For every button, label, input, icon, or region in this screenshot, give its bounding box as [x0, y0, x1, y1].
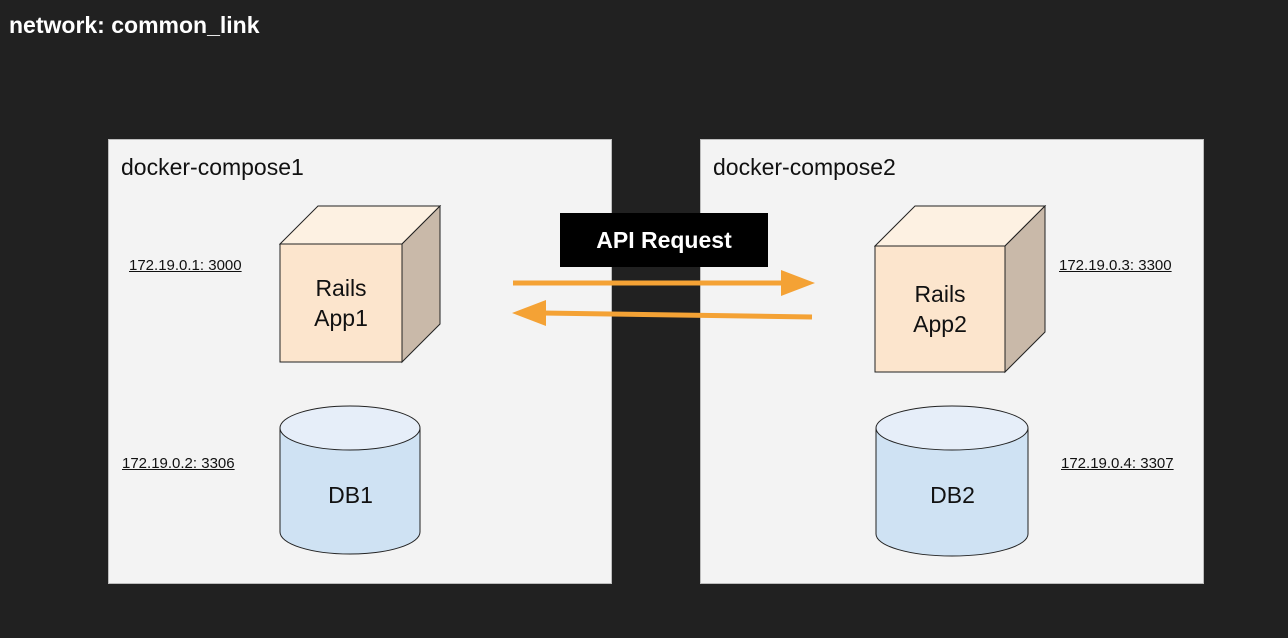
db2-cylinder: DB2 [875, 405, 1030, 557]
app-name-line: Rails [914, 281, 966, 307]
rails-app2-label: Rails App2 [875, 279, 1005, 339]
cube-shape [279, 205, 442, 364]
api-request-label: API Request [560, 213, 768, 267]
response-arrow [512, 300, 813, 326]
app-name-line: Rails [315, 275, 367, 301]
rails-app2-cube: Rails App2 [874, 205, 1047, 374]
rails-app1-address: 172.19.0.1: 3000 [129, 257, 242, 274]
db1-label: DB1 [328, 482, 373, 508]
cylinder-shape [875, 405, 1029, 557]
db2-label: DB2 [930, 482, 975, 508]
network-title: network: common_link [9, 12, 260, 38]
app-name-line: App2 [913, 311, 967, 337]
rails-app2-address: 172.19.0.3: 3300 [1059, 257, 1172, 274]
cylinder-shape [279, 405, 421, 555]
rails-app1-cube: Rails App1 [279, 205, 442, 364]
db1-address: 172.19.0.2: 3306 [122, 455, 235, 472]
compose-panel-title: docker-compose1 [121, 154, 304, 180]
request-arrow [513, 270, 815, 296]
db2-address: 172.19.0.4: 3307 [1061, 455, 1174, 472]
app-name-line: App1 [314, 305, 368, 331]
rails-app1-label: Rails App1 [280, 273, 402, 333]
db1-cylinder: DB1 [279, 405, 422, 555]
compose-panel-title: docker-compose2 [713, 154, 896, 180]
cube-shape [874, 205, 1047, 374]
